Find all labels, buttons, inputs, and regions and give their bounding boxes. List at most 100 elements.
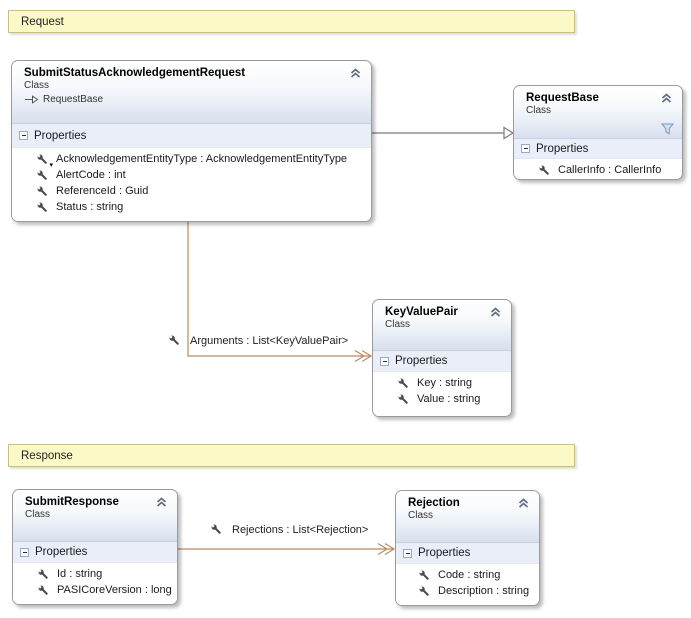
class-header: SubmitResponse Class [13, 490, 177, 541]
association-arrowhead-icon [361, 349, 373, 363]
property-text: Value : string [417, 393, 481, 405]
association-label-text: Arguments : List<KeyValuePair> [190, 334, 349, 347]
property-row[interactable]: Code : string [396, 567, 539, 583]
property-wrench-icon [36, 201, 49, 214]
class-stereotype: Class [25, 509, 51, 520]
property-wrench-icon [418, 569, 431, 582]
property-text: Status : string [56, 201, 124, 213]
properties-compartment-header: Properties [373, 350, 511, 372]
property-wrench-icon [418, 585, 431, 598]
property-modifier-icon: ▾ [49, 161, 53, 169]
property-text: Id : string [57, 568, 103, 580]
expander-minus-icon[interactable] [403, 548, 412, 558]
response-band-label: Response [21, 449, 73, 462]
properties-label: Properties [35, 546, 88, 558]
property-row[interactable]: Key : string [373, 375, 511, 391]
inheritance-connector[interactable] [372, 126, 515, 140]
class-stereotype: Class [526, 105, 552, 116]
association-rejections-connector[interactable] [178, 542, 396, 556]
class-stereotype: Class [408, 510, 434, 521]
property-text: AlertCode : int [56, 169, 126, 181]
class-stereotype: Class [24, 80, 50, 91]
class-box-keyvaluepair[interactable]: KeyValuePair Class Properties Key : stri… [372, 299, 512, 417]
properties-list: CallerInfo : CallerInfo [514, 159, 682, 179]
request-band[interactable]: Request [8, 10, 575, 33]
base-type-arrow-icon [25, 95, 39, 104]
property-wrench-icon [538, 164, 551, 177]
property-wrench-icon [36, 169, 49, 182]
class-box-submitresponse[interactable]: SubmitResponse Class Properties Id : str… [12, 489, 178, 605]
property-row[interactable]: Status : string [12, 199, 371, 215]
class-header: KeyValuePair Class [373, 300, 511, 350]
properties-compartment-header: Properties [514, 138, 682, 159]
class-header: RequestBase Class [514, 86, 682, 138]
class-title: KeyValuePair [385, 306, 458, 318]
association-label-text: Rejections : List<Rejection> [232, 523, 369, 536]
expander-minus-icon[interactable] [380, 356, 389, 366]
request-band-label: Request [21, 15, 64, 28]
association-arguments-connector[interactable] [187, 222, 373, 363]
collapse-chevron-icon[interactable] [517, 498, 530, 509]
rejections-association-label[interactable]: Rejections : List<Rejection> [210, 523, 368, 536]
properties-list: Id : string PASICoreVersion : long [13, 563, 177, 604]
property-text: ReferenceId : Guid [56, 185, 149, 197]
property-row[interactable]: AlertCode : int [12, 167, 371, 183]
collapse-chevron-icon[interactable] [660, 93, 673, 104]
inheritance-arrowhead-icon [503, 126, 515, 140]
association-wrench-icon [210, 523, 223, 536]
property-text: Description : string [438, 585, 530, 597]
class-box-requestbase[interactable]: RequestBase Class Properties CallerInfo … [513, 85, 683, 180]
properties-label: Properties [536, 142, 589, 155]
association-wrench-icon [168, 334, 181, 347]
property-wrench-icon [397, 377, 410, 390]
collapse-chevron-icon[interactable] [349, 68, 362, 79]
properties-list: ▾ AcknowledgementEntityType : Acknowledg… [12, 148, 371, 221]
filter-funnel-icon[interactable] [660, 123, 675, 135]
association-arrowhead-icon [384, 542, 396, 556]
property-text: PASICoreVersion : long [57, 584, 172, 596]
arguments-association-label[interactable]: Arguments : List<KeyValuePair> [168, 334, 348, 347]
association-arrowhead-icon [377, 542, 389, 556]
class-title: RequestBase [526, 92, 599, 104]
property-row[interactable]: Description : string [396, 583, 539, 599]
property-row[interactable]: Id : string [13, 566, 177, 582]
collapse-chevron-icon[interactable] [489, 307, 502, 318]
class-box-submitstatusacknowledgementrequest[interactable]: SubmitStatusAcknowledgementRequest Class… [11, 60, 372, 222]
class-header: Rejection Class [396, 491, 539, 542]
properties-label: Properties [395, 355, 448, 367]
property-wrench-icon: ▾ [36, 153, 53, 169]
property-wrench-icon [36, 185, 49, 198]
property-row[interactable]: ReferenceId : Guid [12, 183, 371, 199]
class-title: Rejection [408, 497, 460, 509]
properties-compartment-header: Properties [396, 542, 539, 564]
expander-minus-icon[interactable] [20, 547, 29, 557]
property-wrench-icon [37, 584, 50, 597]
expander-minus-icon[interactable] [19, 131, 28, 140]
properties-compartment-header: Properties [13, 541, 177, 563]
class-box-rejection[interactable]: Rejection Class Properties Code : string… [395, 490, 540, 606]
properties-list: Code : string Description : string [396, 564, 539, 605]
property-text: Code : string [438, 569, 501, 581]
properties-label: Properties [34, 129, 87, 142]
property-text: AcknowledgementEntityType : Acknowledgem… [56, 153, 348, 165]
class-title: SubmitResponse [25, 496, 119, 508]
class-header: SubmitStatusAcknowledgementRequest Class… [12, 61, 371, 123]
property-row[interactable]: PASICoreVersion : long [13, 582, 177, 598]
properties-list: Key : string Value : string [373, 372, 511, 416]
property-wrench-icon [37, 568, 50, 581]
property-row[interactable]: ▾ AcknowledgementEntityType : Acknowledg… [12, 151, 371, 169]
properties-label: Properties [418, 547, 471, 559]
expander-minus-icon[interactable] [521, 144, 530, 153]
collapse-chevron-icon[interactable] [155, 497, 168, 508]
association-arrowhead-icon [354, 349, 366, 363]
property-wrench-icon [397, 393, 410, 406]
class-title: SubmitStatusAcknowledgementRequest [24, 67, 246, 79]
properties-compartment-header: Properties [12, 123, 371, 148]
property-row[interactable]: Value : string [373, 391, 511, 407]
response-band[interactable]: Response [8, 444, 575, 467]
property-text: CallerInfo : CallerInfo [558, 164, 662, 176]
class-stereotype: Class [385, 319, 411, 330]
property-row[interactable]: CallerInfo : CallerInfo [514, 162, 682, 178]
